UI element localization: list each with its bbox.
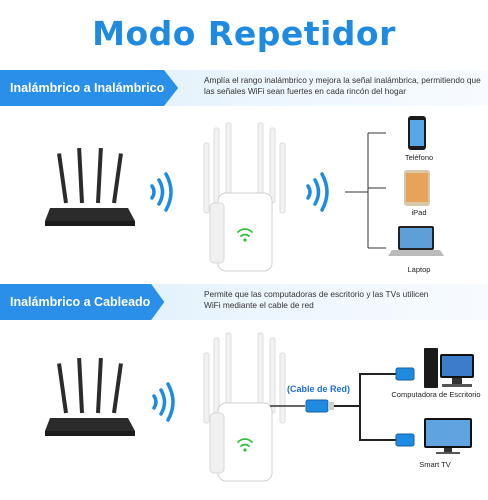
device-label-phone: Teléfono <box>404 153 434 162</box>
wifi-signal-icon <box>152 382 175 422</box>
section-band-wireless: Inalámbrico a Inalámbrico Amplía el rang… <box>0 70 488 106</box>
device-label-tablet: iPad <box>411 208 427 217</box>
router-icon <box>45 357 135 436</box>
wifi-signal-icon <box>150 172 173 212</box>
repeater-device-icon <box>203 122 286 272</box>
cable-label: (Cable de Red) <box>287 384 351 394</box>
ethernet-plug-icon <box>395 433 415 447</box>
section-description-wireless: Amplía el rango inalámbrico y mejora la … <box>204 75 481 97</box>
description-line: las señales WiFi sean fuertes en cada ri… <box>204 86 407 96</box>
device-label-laptop: Laptop <box>407 265 431 274</box>
section-band-wired: Inalámbrico a Cableado Permite que las c… <box>0 284 488 320</box>
device-label-desktop: Computadora de Escritorio <box>391 390 481 399</box>
connector-lines <box>345 132 386 249</box>
tablet-icon <box>404 170 430 206</box>
network-cable <box>334 373 396 441</box>
ethernet-plug-icon <box>270 399 334 413</box>
tv-icon <box>424 418 472 454</box>
section-tab-wired: Inalámbrico a Cableado <box>0 284 165 320</box>
description-line: Permite que las computadoras de escritor… <box>204 289 429 299</box>
description-line: Amplía el rango inalámbrico y mejora la … <box>204 75 481 85</box>
laptop-icon <box>388 226 444 256</box>
section-description-wired: Permite que las computadoras de escritor… <box>204 289 428 311</box>
desktop-computer-icon <box>424 348 474 388</box>
section-tab-wireless: Inalámbrico a Inalámbrico <box>0 70 179 106</box>
phone-icon <box>408 116 426 150</box>
wired-diagram <box>45 332 474 482</box>
wireless-diagram <box>45 116 444 272</box>
wifi-signal-icon <box>306 172 329 212</box>
ethernet-plug-icon <box>395 367 415 381</box>
repeater-device-icon <box>203 332 286 482</box>
page-title: Modo Repetidor <box>92 14 396 53</box>
router-icon <box>45 147 135 226</box>
device-label-tv: Smart TV <box>419 460 451 469</box>
description-line: WiFi mediante el cable de red <box>204 300 314 310</box>
